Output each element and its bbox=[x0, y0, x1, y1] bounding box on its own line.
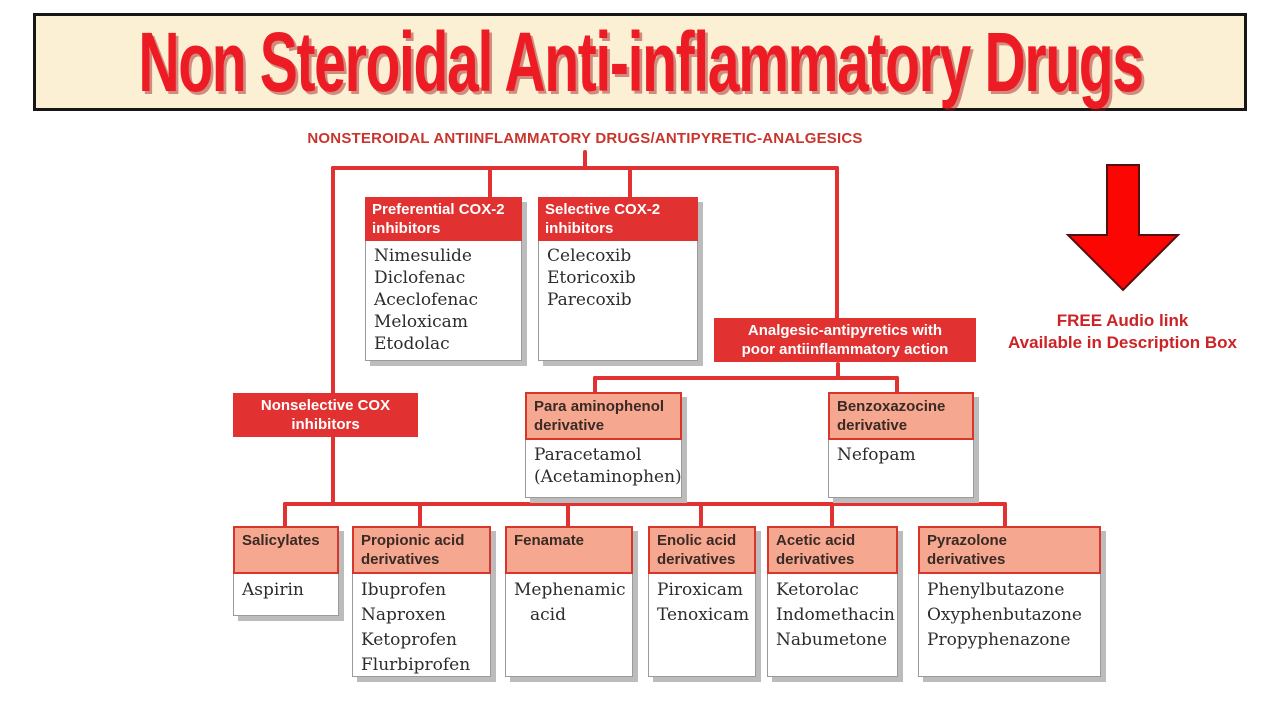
connector-line bbox=[331, 166, 335, 506]
connector-line bbox=[418, 502, 422, 528]
box-title: Para aminophenol derivative bbox=[525, 392, 682, 440]
drug-item: Ketorolac bbox=[776, 580, 859, 600]
drug-item: Naproxen bbox=[361, 605, 446, 625]
box-title: Enolic acid derivatives bbox=[648, 526, 756, 574]
connector-line bbox=[836, 362, 840, 378]
box-title: Propionic acid derivatives bbox=[352, 526, 491, 574]
connector-line bbox=[283, 502, 287, 528]
box-nonselective-cox-inhibitors: Nonselective COX inhibitors bbox=[233, 393, 418, 437]
connector-line bbox=[628, 168, 632, 199]
box-title: Selective COX-2 inhibitors bbox=[538, 197, 698, 241]
connector-line bbox=[699, 502, 703, 528]
drug-list: Paracetamol (Acetaminophen) bbox=[525, 440, 682, 498]
connector-line bbox=[830, 502, 834, 528]
drug-list: Aspirin bbox=[233, 574, 339, 616]
drug-item: Etoricoxib bbox=[547, 268, 636, 288]
page-title: Non Steroidal Anti-inflammatory Drugs bbox=[137, 15, 1144, 109]
promo-text: FREE Audio link Available in Description… bbox=[980, 310, 1265, 354]
box-salicylates: Salicylates Aspirin bbox=[233, 526, 339, 616]
box-title: Preferential COX-2 inhibitors bbox=[365, 197, 522, 241]
box-title: Benzoxazocine derivative bbox=[828, 392, 974, 440]
box-benzoxazocine-derivative: Benzoxazocine derivative Nefopam bbox=[828, 392, 974, 498]
drug-item: Ketoprofen bbox=[361, 630, 457, 650]
connector-line bbox=[895, 376, 899, 394]
promo-line-1: FREE Audio link bbox=[1056, 311, 1189, 330]
connector-line bbox=[488, 168, 492, 199]
box-title: Fenamate bbox=[505, 526, 633, 574]
drug-item: Flurbiprofen bbox=[361, 655, 471, 675]
drug-item: Paracetamol (Acetaminophen) bbox=[534, 445, 682, 487]
drug-item: Phenylbutazone bbox=[927, 580, 1065, 600]
drug-item: Oxyphenbutazone bbox=[927, 605, 1082, 625]
connector-line bbox=[283, 502, 1007, 506]
box-title: Acetic acid derivatives bbox=[767, 526, 898, 574]
down-arrow-icon bbox=[1062, 162, 1184, 294]
drug-item: Indomethacin bbox=[776, 605, 895, 625]
drug-item: Piroxicam bbox=[657, 580, 744, 600]
diagram-root-label: NONSTEROIDAL ANTIINFLAMMATORY DRUGS/ANTI… bbox=[307, 130, 863, 147]
drug-list: Mephenamic acid bbox=[505, 574, 633, 677]
drug-item: Nabumetone bbox=[776, 630, 888, 650]
box-fenamate: Fenamate Mephenamic acid bbox=[505, 526, 633, 677]
drug-item: Aspirin bbox=[242, 580, 304, 600]
box-preferential-cox2-inhibitors: Preferential COX-2 inhibitors Nimesulide… bbox=[365, 197, 522, 361]
drug-item: Etodolac bbox=[374, 334, 450, 354]
drug-item: Diclofenac bbox=[374, 268, 466, 288]
title-banner: Non Steroidal Anti-inflammatory Drugs bbox=[33, 13, 1247, 111]
drug-item: Aceclofenac bbox=[374, 290, 479, 310]
connector-line bbox=[583, 150, 587, 168]
connector-line bbox=[593, 376, 899, 380]
drug-item: Nimesulide bbox=[374, 246, 472, 266]
drug-item: Nefopam bbox=[837, 445, 916, 465]
connector-line bbox=[566, 502, 570, 528]
drug-item: Ibuprofen bbox=[361, 580, 447, 600]
box-analgesic-antipyretics: Analgesic-antipyretics with poor antiinf… bbox=[714, 318, 976, 362]
box-title: Salicylates bbox=[233, 526, 339, 574]
connector-line bbox=[835, 166, 839, 320]
drug-list: Nefopam bbox=[828, 440, 974, 498]
drug-item: Parecoxib bbox=[547, 290, 632, 310]
drug-item: Propyphenazone bbox=[927, 630, 1071, 650]
connector-line bbox=[331, 166, 839, 170]
drug-item: Mephenamic acid bbox=[514, 580, 626, 625]
box-title: Pyrazolone derivatives bbox=[918, 526, 1101, 574]
promo-line-2: Available in Description Box bbox=[1008, 333, 1237, 352]
connector-line bbox=[1003, 502, 1007, 528]
connector-line bbox=[593, 376, 597, 394]
drug-item: Tenoxicam bbox=[657, 605, 750, 625]
drug-item: Meloxicam bbox=[374, 312, 468, 332]
box-para-aminophenol-derivative: Para aminophenol derivative Paracetamol … bbox=[525, 392, 682, 498]
drug-item: Celecoxib bbox=[547, 246, 632, 266]
